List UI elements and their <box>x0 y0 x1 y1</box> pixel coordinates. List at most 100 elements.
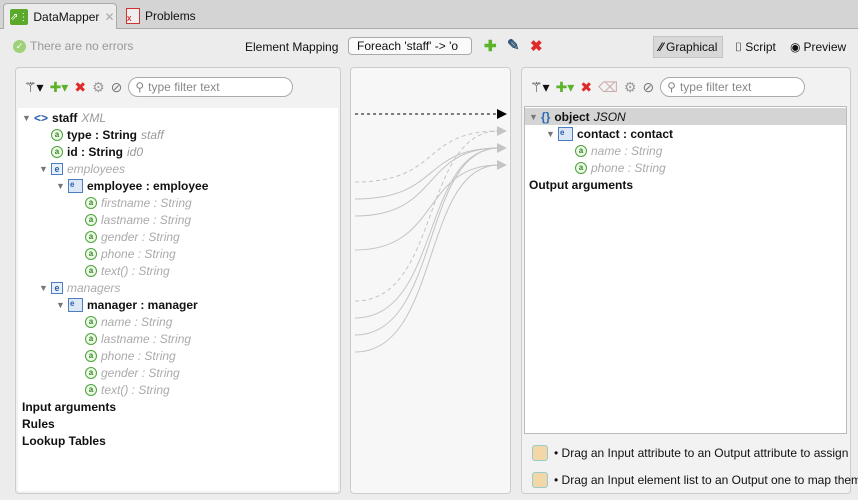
arrow-head <box>497 126 507 136</box>
output-toolbar: ⚚▾ ✚▾ ✖ ⌫ ⚙ ⊘ ⚲type filter text <box>530 77 806 97</box>
edit-mapping-icon[interactable]: ✎ <box>507 37 520 54</box>
item-label: lastname : String <box>101 212 192 227</box>
wand-icon[interactable]: ⚚▾ <box>530 79 550 95</box>
delete-icon[interactable]: ✖ <box>74 79 87 95</box>
item-type: JSON <box>593 109 626 124</box>
item-type: XML <box>81 110 107 125</box>
add-icon[interactable]: ✚▾ <box>49 79 69 95</box>
attribute-icon: a <box>85 264 97 277</box>
tree-item[interactable]: Lookup Tables <box>18 432 338 449</box>
datamapper-editor: ✓ There are no errors Element Mapping Fo… <box>0 29 858 500</box>
item-label: phone : String <box>101 348 176 363</box>
close-icon[interactable]: ✕ <box>104 10 115 24</box>
mapping-link[interactable] <box>354 147 500 200</box>
item-label: lastname : String <box>101 331 192 346</box>
mapping-canvas <box>350 67 511 494</box>
add-icon[interactable]: ✚▾ <box>555 79 575 95</box>
tree-item[interactable]: Input arguments <box>18 398 338 415</box>
tree-item[interactable]: Output arguments <box>525 176 846 193</box>
mapping-link[interactable] <box>354 147 500 336</box>
mode-label: Preview <box>803 40 847 54</box>
element-mapping-select[interactable]: Foreach 'staff' -> 'o <box>348 37 472 55</box>
expand-toggle-icon[interactable]: ▼ <box>39 163 48 174</box>
mapping-link[interactable] <box>354 147 500 217</box>
attribute-icon: a <box>85 366 97 379</box>
expand-toggle-icon[interactable]: ▼ <box>22 112 31 123</box>
mapping-link[interactable] <box>354 164 500 353</box>
gear-icon[interactable]: ⚙ <box>92 79 105 95</box>
tree-item[interactable]: a name : String <box>18 313 338 330</box>
expand-toggle-icon[interactable]: ▼ <box>529 111 538 122</box>
mapping-link[interactable] <box>354 164 500 251</box>
search-icon: ⚲ <box>667 80 676 94</box>
expand-toggle-icon[interactable]: ▼ <box>546 128 555 139</box>
mapping-link[interactable] <box>354 147 500 319</box>
item-label: phone : String <box>591 160 666 175</box>
mapping-link[interactable] <box>354 130 500 183</box>
status-text: There are no errors <box>30 39 134 53</box>
item-label: employees <box>67 161 126 176</box>
add-mapping-icon[interactable]: ✚ <box>484 38 497 55</box>
graphical-mode-button[interactable]: ⁄⁄Graphical <box>653 36 724 58</box>
hide-icon[interactable]: ⊘ <box>110 79 123 95</box>
tree-item[interactable]: ▼e managers <box>18 279 338 296</box>
script-mode-button[interactable]: ⌷Script <box>730 36 781 58</box>
expand-toggle-icon[interactable]: ▼ <box>56 180 65 191</box>
hint-attribute: • Drag an Input attribute to an Output a… <box>532 445 848 461</box>
tree-item[interactable]: a lastname : String <box>18 330 338 347</box>
input-search[interactable]: ⚲type filter text <box>128 77 294 97</box>
gear-icon[interactable]: ⚙ <box>623 79 637 95</box>
expand-toggle-icon[interactable]: ▼ <box>39 282 48 293</box>
search-placeholder: type filter text <box>148 80 220 94</box>
item-label: id : String <box>67 144 123 159</box>
item-label: gender : String <box>101 229 180 244</box>
eraser-icon[interactable]: ⌫ <box>598 79 618 95</box>
delete-icon[interactable]: ✖ <box>580 79 593 95</box>
element-list-icon: e <box>68 178 83 193</box>
item-label: Output arguments <box>529 177 633 192</box>
hide-icon[interactable]: ⊘ <box>642 79 655 95</box>
tab-problems[interactable]: x Problems <box>120 3 202 29</box>
mapping-link[interactable] <box>354 130 500 302</box>
item-label: managers <box>67 280 121 295</box>
tree-item[interactable]: Rules <box>18 415 338 432</box>
item-label: Lookup Tables <box>22 433 106 448</box>
item-label: gender : String <box>101 365 180 380</box>
arrow-head <box>497 160 507 170</box>
item-label: name : String <box>101 314 173 329</box>
json-object-icon: {} <box>541 109 551 124</box>
tree-item[interactable]: a gender : String <box>18 364 338 381</box>
wand-icon[interactable]: ⚚▾ <box>24 79 44 95</box>
delete-mapping-icon[interactable]: ✖ <box>530 38 543 55</box>
attribute-icon: a <box>85 332 97 345</box>
element-mapping-label: Element Mapping <box>245 40 339 54</box>
item-label: manager : manager <box>87 297 198 312</box>
tab-datamapper[interactable]: ⇗⋮ DataMapper ✕ <box>3 3 117 30</box>
attribute-icon: a <box>85 315 97 328</box>
element-icon: e <box>51 281 63 294</box>
preview-mode-button[interactable]: ◉Preview <box>785 36 851 58</box>
expand-toggle-icon[interactable]: ▼ <box>56 299 65 310</box>
attribute-icon: a <box>85 383 97 396</box>
output-search[interactable]: ⚲type filter text <box>660 77 806 97</box>
attribute-icon: a <box>51 128 63 141</box>
